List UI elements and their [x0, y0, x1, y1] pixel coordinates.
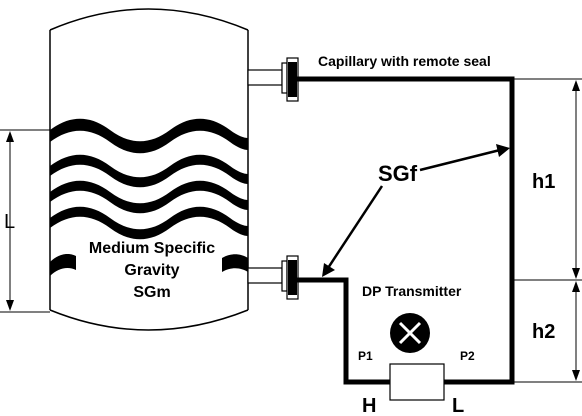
- medium-label-line1: Medium Specific: [89, 240, 215, 257]
- wave-3: [50, 180, 248, 214]
- medium-label-line3: SGm: [133, 284, 170, 301]
- high-side-label: H: [362, 395, 376, 416]
- sgf-arrow-lower-head: [322, 263, 335, 277]
- wave-4: [50, 206, 248, 240]
- h2-arrow-down: [572, 370, 580, 381]
- h2-arrow-up: [572, 281, 580, 292]
- lower-nozzle-pipe: [247, 267, 283, 284]
- tank: [49, 8, 249, 331]
- h1-arrow-down: [572, 268, 580, 279]
- upper-nozzle-pipe: [247, 69, 283, 86]
- height-dimensions: [512, 78, 582, 383]
- level-dimension: [0, 129, 50, 313]
- lower-nozzle: [247, 255, 299, 300]
- tank-bottom-dome: [49, 309, 249, 331]
- capillary-high-side: [295, 277, 393, 385]
- upper-seal-diaphragm: [288, 62, 297, 97]
- wave-5-right: [222, 254, 248, 272]
- lower-flange: [281, 260, 288, 292]
- h2-label: h2: [532, 321, 555, 343]
- capillary-label: Capillary with remote seal: [318, 53, 491, 69]
- level-arrow-up: [6, 131, 14, 142]
- liquid-waves: [50, 118, 248, 276]
- level-arrow-down: [6, 300, 14, 311]
- wave-1: [50, 118, 248, 154]
- sgf-pointers: [322, 144, 510, 277]
- tank-top-dome: [49, 8, 249, 31]
- upper-nozzle: [247, 57, 299, 102]
- h1-label: h1: [532, 171, 555, 193]
- upper-flange: [281, 62, 288, 94]
- dp-transmitter-label: DP Transmitter: [362, 283, 462, 299]
- sgf-arrow-upper-shaft: [419, 148, 501, 172]
- transmitter-body: [389, 363, 445, 401]
- sgf-label: SGf: [378, 161, 418, 186]
- sgf-arrow-upper-head: [496, 144, 510, 157]
- low-side-label: L: [452, 395, 464, 416]
- dp-transmitter: [389, 313, 445, 401]
- capillary-low-side: [295, 76, 515, 385]
- medium-label-line2: Gravity: [124, 262, 179, 279]
- p1-label: P1: [358, 349, 373, 363]
- circle-x-icon: [390, 313, 430, 353]
- medium-label: Medium Specific Gravity SGm: [89, 240, 215, 301]
- wave-2: [50, 154, 248, 188]
- sgf-arrow-lower-shaft: [326, 185, 384, 269]
- level-label: L: [4, 211, 15, 233]
- p2-label: P2: [460, 349, 475, 363]
- h1-arrow-up: [572, 80, 580, 91]
- wave-5-left: [50, 254, 76, 276]
- lower-seal-diaphragm: [288, 260, 297, 295]
